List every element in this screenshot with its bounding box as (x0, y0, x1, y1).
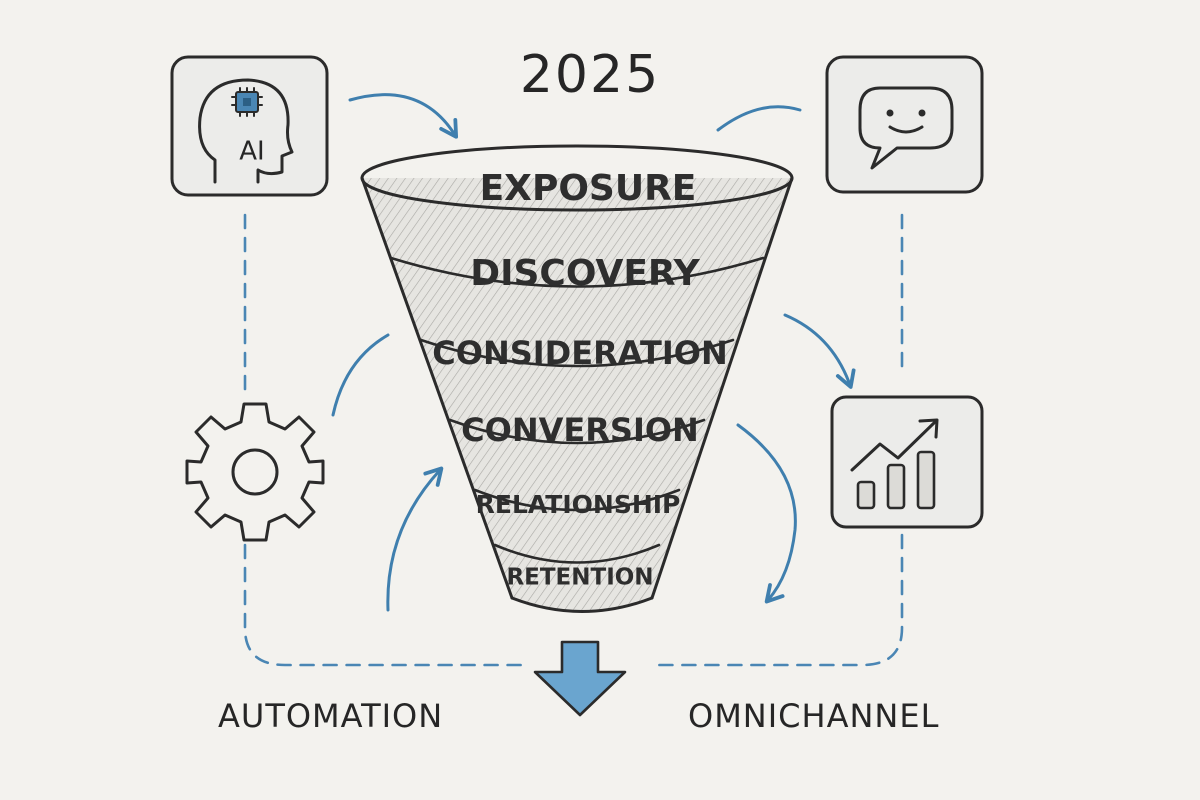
dashed-line-gear-to-output (243, 543, 527, 667)
arrow-funnel-to-growth (783, 313, 856, 389)
funnel-stage-retention: RETENTION (506, 565, 653, 591)
growth-chart-icon (830, 395, 984, 529)
dashed-line-growth-to-output (653, 533, 904, 667)
flow-arrows (331, 93, 856, 612)
automation-label: AUTOMATION (218, 697, 443, 735)
funnel-stage-discovery: DISCOVERY (470, 253, 700, 294)
funnel-stage-conversion: CONVERSION (461, 411, 699, 449)
funnel: EXPOSURE DISCOVERY CONSIDERATION CONVERS… (360, 144, 794, 613)
year-title: 2025 (520, 45, 660, 105)
output-down-arrow-icon (533, 640, 627, 717)
arrow-funnel-to-chat (716, 105, 802, 132)
arrow-gear-to-funnel (331, 333, 390, 417)
funnel-stage-exposure: EXPOSURE (480, 168, 697, 209)
arrow-loop-down (736, 423, 797, 604)
arrow-loop-up (386, 466, 444, 612)
ai-icon-text: AI (239, 137, 264, 167)
omnichannel-label: OMNICHANNEL (688, 697, 939, 735)
ai-head-icon: AI (170, 55, 329, 197)
dashed-connectors (243, 213, 904, 667)
gear-icon (185, 402, 325, 542)
chat-bubble-icon (825, 55, 984, 194)
funnel-stage-consideration: CONSIDERATION (432, 334, 727, 372)
funnel-stage-relationship: RELATIONSHIP (476, 490, 681, 519)
arrow-ai-to-funnel (348, 93, 459, 139)
